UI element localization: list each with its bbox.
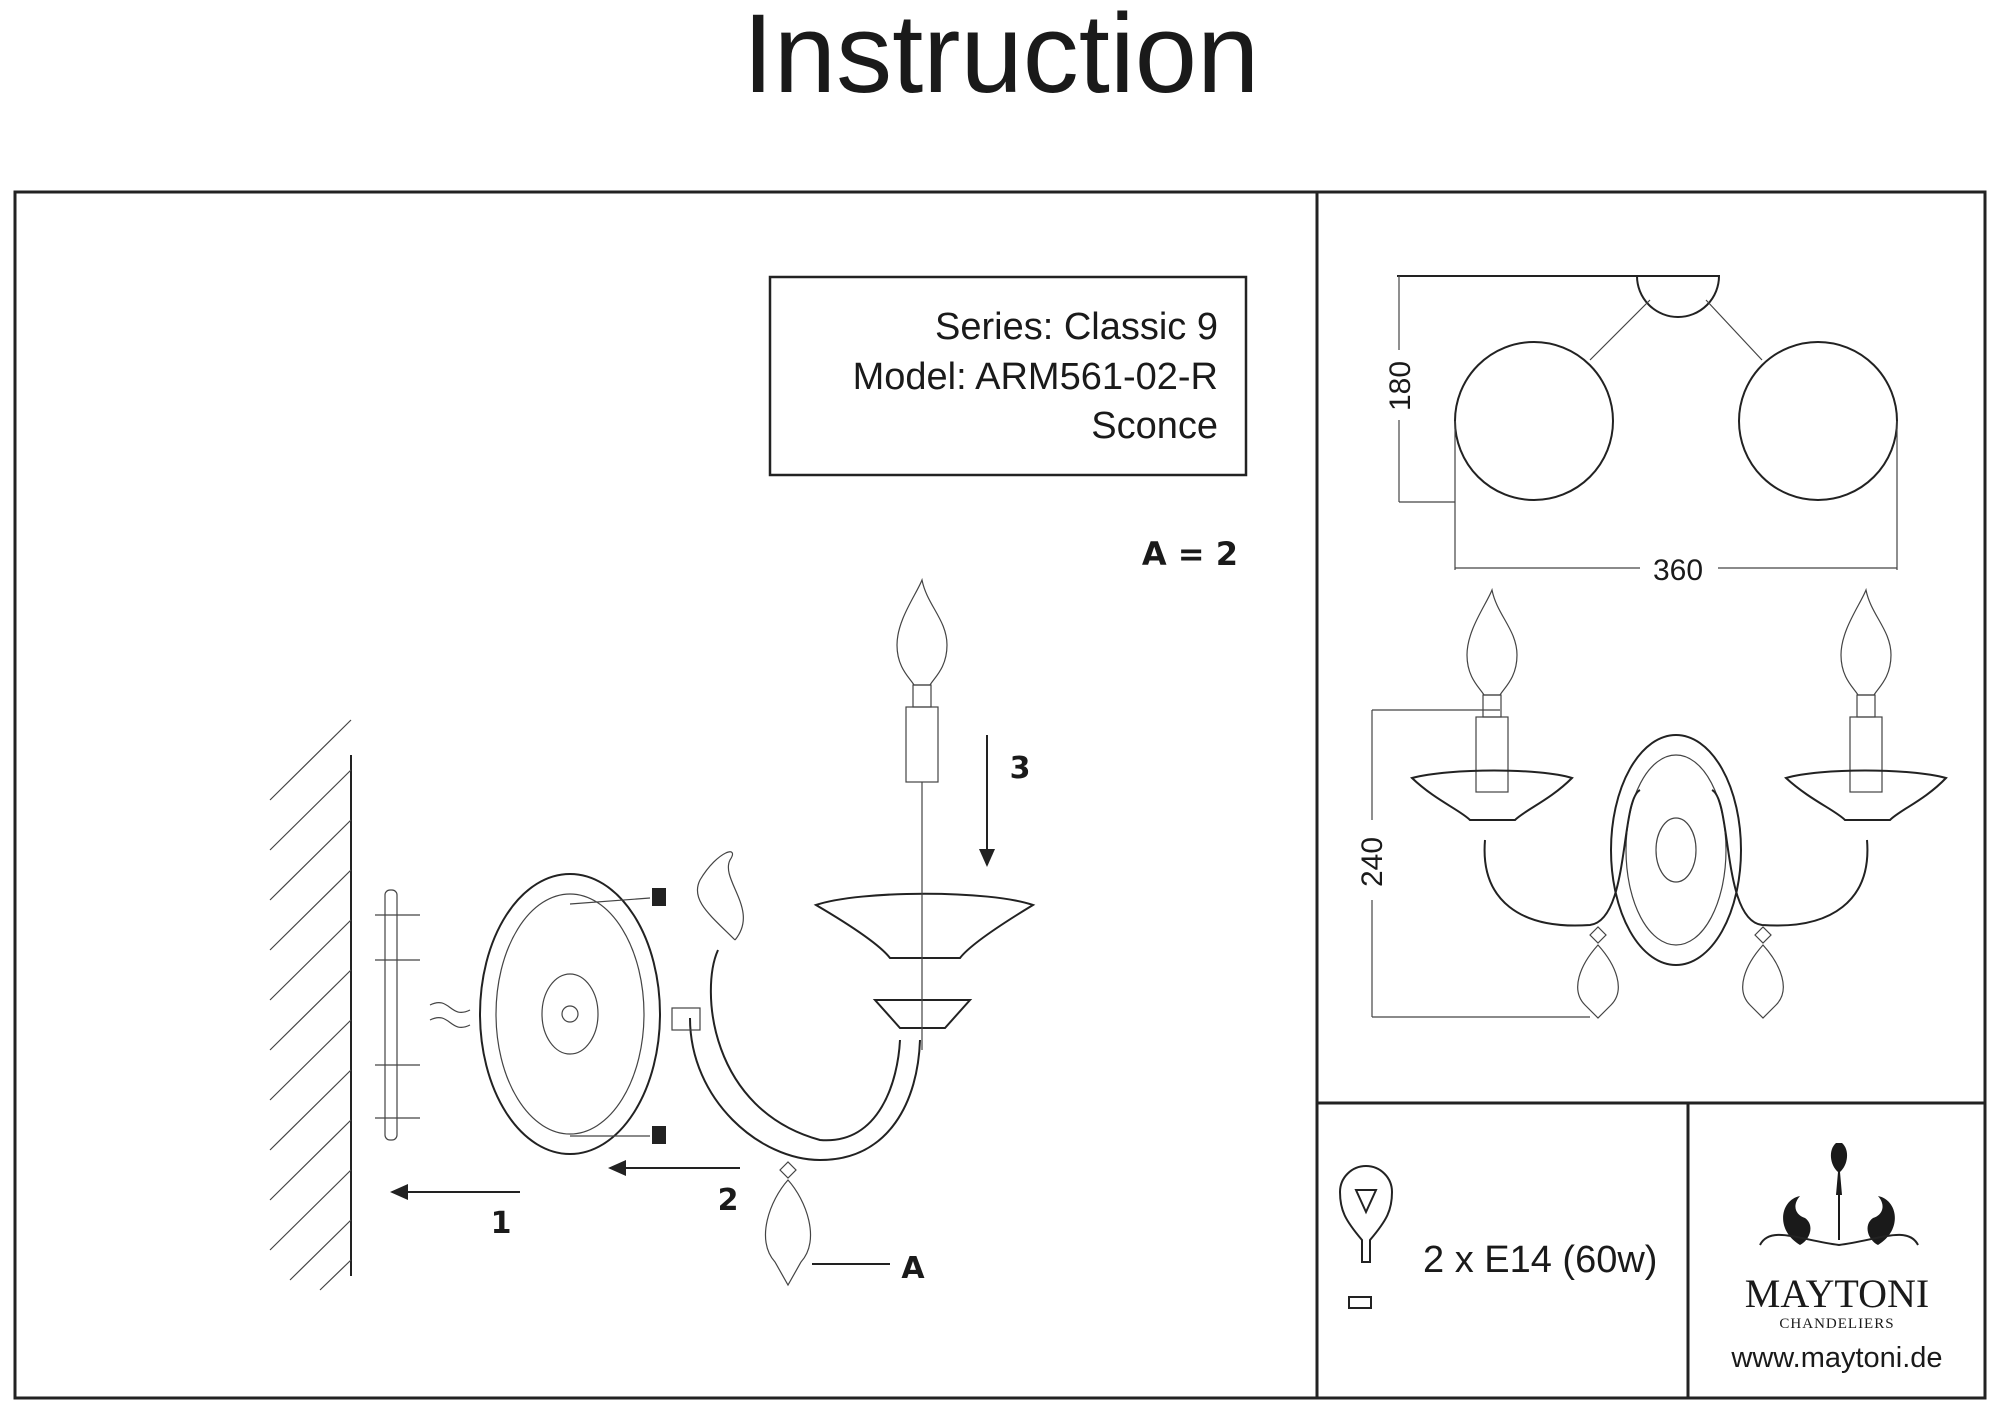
part-a-label: A [901, 1251, 925, 1286]
outer-frame [13, 190, 1987, 1400]
step3-label: 3 [1010, 751, 1031, 786]
page-title: Instruction [743, 0, 1260, 116]
candle-cup [813, 892, 1036, 959]
crystal-pendant [764, 1161, 812, 1287]
width-dimension: 360 [1653, 554, 1703, 587]
series-label: Series: Classic 9 [935, 306, 1218, 348]
depth-dimension: 180 [1384, 361, 1417, 411]
light-bulb-icon [1338, 1165, 1394, 1309]
wall-hatching [269, 719, 352, 1291]
type-label: Sconce [1091, 405, 1218, 447]
arm [689, 1017, 921, 1162]
bulb-spec-text: 2 x E14 (60w) [1423, 1239, 1657, 1281]
maytoni-logo-icon [1759, 1143, 1919, 1247]
model-label: Model: ARM561-02-R [853, 356, 1218, 398]
height-dimension: 240 [1356, 837, 1389, 887]
assembly-diagram: 3 2 1 A [269, 579, 1036, 1291]
bulb-spec: 2 x E14 (60w) [1338, 1165, 1657, 1309]
screws-wires [375, 914, 471, 1119]
back-plate [479, 873, 661, 1155]
mounting-bracket [384, 889, 398, 1141]
brand-block: MAYTONI CHANDELIERS www.maytoni.de [1730, 1143, 1943, 1374]
step1-label: 1 [491, 1206, 512, 1241]
parts-note: A = 2 [1142, 535, 1238, 573]
brand-tagline: CHANDELIERS [1779, 1316, 1894, 1332]
front-view-diagram: 240 [1356, 589, 1948, 1019]
info-box: Series: Classic 9 Model: ARM561-02-R Sco… [768, 275, 1248, 477]
step2-label: 2 [718, 1183, 739, 1218]
brand-name: MAYTONI [1745, 1271, 1929, 1316]
top-view-diagram: 180 360 [1384, 275, 1898, 587]
brand-website-link[interactable]: www.maytoni.de [1730, 1342, 1942, 1374]
